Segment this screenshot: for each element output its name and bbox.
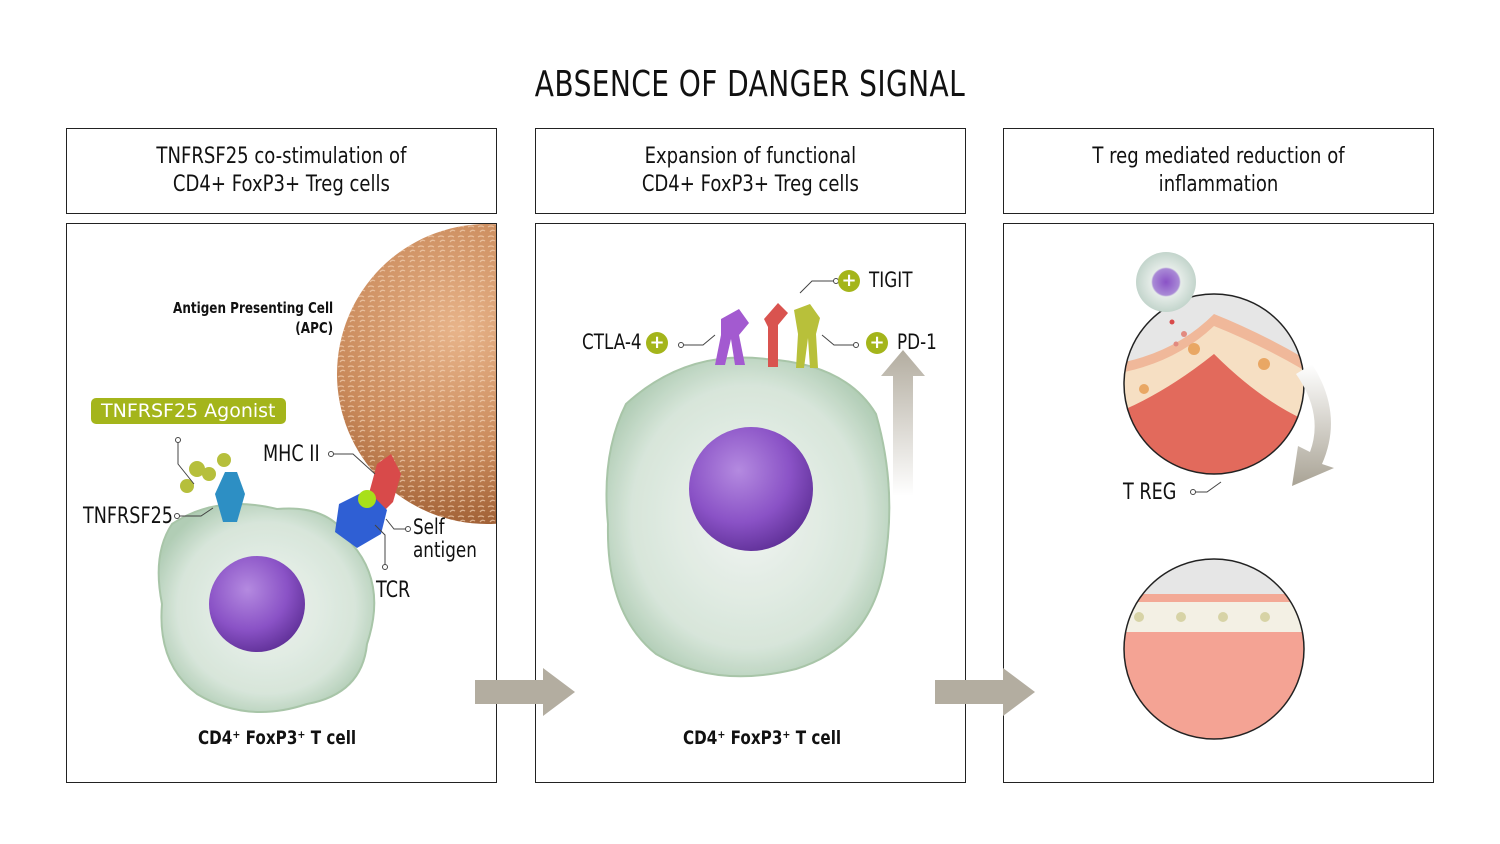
inflamed-tissue-icon [1123,293,1305,475]
step-1-panel: Antigen Presenting Cell (APC) TNFRSF25 A… [66,223,497,783]
leader-lines [678,278,859,348]
step-3-header: T reg mediated reduction of inflammation [1003,128,1434,214]
pd1-plus-icon: + [866,332,888,354]
pd1-receptor-icon [794,304,820,368]
leader-lines [1190,481,1222,495]
step-3-panel: T REG [1003,223,1434,783]
tigit-receptor-icon [764,303,788,367]
tnfrsf25-label: TNFRSF25 [83,504,173,529]
ctla4-receptor-icon [715,309,749,365]
tnfrsf25-agonist-badge: TNFRSF25 Agonist [91,398,286,424]
treg-cell-icon [1136,252,1196,347]
increase-arrow-icon [881,350,925,496]
self-antigen-label: Self antigen [413,515,477,562]
step-2-header: Expansion of functional CD4+ FoxP3+ Treg… [535,128,966,214]
step-2-illustration [605,278,925,678]
antigen-presenting-cell [337,224,496,524]
flow-arrow-2-icon [935,668,1035,716]
healthy-tissue-icon [1123,558,1305,740]
tcr-label: TCR [376,578,411,603]
step-1-header: TNFRSF25 co-stimulation of CD4+ FoxP3+ T… [66,128,497,214]
nucleus [689,427,813,551]
tigit-plus-icon: + [838,270,860,292]
tigit-label: TIGIT [869,268,913,292]
mhc-ii-label: MHC II [263,442,320,467]
nucleus [209,556,305,652]
t-cell-label: CD4⁺ FoxP3⁺ T cell [198,727,357,749]
t-cell-label: CD4⁺ FoxP3⁺ T cell [683,727,842,749]
step-1-illustration [157,224,496,713]
ctla4-label: CTLA-4 [582,330,642,354]
step-2-panel: CTLA-4 + + TIGIT + PD-1 CD4⁺ FoxP3⁺ T ce… [535,223,966,783]
treg-label: T REG [1123,480,1177,505]
step-3-illustration [1123,252,1334,740]
expanded-t-cell [605,356,891,678]
apc-label: Antigen Presenting Cell (APC) [172,299,333,337]
tnfrsf25-receptor-icon [180,453,245,522]
ctla4-plus-icon: + [646,332,668,354]
flow-arrow-1-icon [475,668,575,716]
recovery-arrow-icon [1292,364,1334,486]
pd1-label: PD-1 [897,330,937,354]
diagram-title: ABSENCE OF DANGER SIGNAL [534,64,966,105]
t-cell [157,503,376,713]
leader-lines [174,437,411,570]
mhc-tcr-complex-icon [335,454,401,548]
